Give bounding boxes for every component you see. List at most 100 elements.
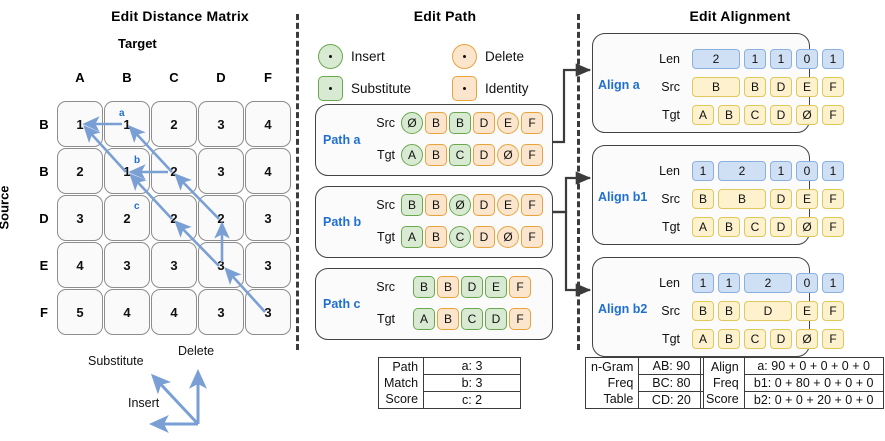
align-2-tgt-2[interactable]: C (744, 217, 766, 237)
align-3-tgt-3[interactable]: D (770, 329, 792, 349)
path-3-src-token-2[interactable]: D (461, 276, 483, 298)
path-1-src-token-3[interactable]: D (473, 112, 495, 134)
align-1-tgt-1[interactable]: B (718, 105, 740, 125)
align-1-src-0[interactable]: B (692, 77, 740, 97)
matrix-cell-1-4[interactable]: 4 (245, 148, 291, 194)
path-3-tgt-token-3[interactable]: D (485, 308, 507, 330)
align-3-len-3[interactable]: 0 (796, 273, 818, 293)
align-2-len-1[interactable]: 2 (718, 161, 766, 181)
align-2-tgt-1[interactable]: B (718, 217, 740, 237)
matrix-cell-0-4[interactable]: 4 (245, 101, 291, 147)
align-3-tgt-0[interactable]: A (692, 329, 714, 349)
path-1-tgt-token-2[interactable]: C (449, 144, 471, 166)
path-3-src-token-1[interactable]: B (437, 276, 459, 298)
path-1-tgt-token-3[interactable]: D (473, 144, 495, 166)
align-1-len-3[interactable]: 0 (796, 49, 818, 69)
align-3-tgt-1[interactable]: B (718, 329, 740, 349)
align-2-tgt-3[interactable]: D (770, 217, 792, 237)
path-3-src-token-4[interactable]: F (509, 276, 531, 298)
align-3-len-1[interactable]: 1 (718, 273, 740, 293)
align-2-src-3[interactable]: E (796, 189, 818, 209)
align-2-len-0[interactable]: 1 (692, 161, 714, 181)
align-1-src-2[interactable]: D (770, 77, 792, 97)
align-3-len-4[interactable]: 1 (822, 273, 844, 293)
matrix-col-header-c-2: C (169, 70, 179, 85)
path-1-src-token-0[interactable]: Ø (401, 112, 423, 134)
path-3-tgt-token-4[interactable]: F (509, 308, 531, 330)
align-1-tgt-3[interactable]: D (770, 105, 792, 125)
path-2-tgt-token-2[interactable]: C (449, 226, 471, 248)
align-1-tgt-5[interactable]: F (822, 105, 844, 125)
align-2-src-0[interactable]: B (692, 189, 714, 209)
path-1-tgt-token-4[interactable]: Ø (497, 144, 519, 166)
divider-left (296, 14, 299, 350)
path-2-src-token-5[interactable]: F (521, 194, 543, 216)
align-1-len-4[interactable]: 1 (822, 49, 844, 69)
align-2-src-4[interactable]: F (822, 189, 844, 209)
matrix-cell-1-3[interactable]: 3 (198, 148, 244, 194)
align-3-src-2[interactable]: D (744, 301, 792, 321)
align-1-src-4[interactable]: F (822, 77, 844, 97)
path-3-src-token-3[interactable]: E (485, 276, 507, 298)
align-1-len-2[interactable]: 1 (770, 49, 792, 69)
matrix-cell-0-3[interactable]: 3 (198, 101, 244, 147)
matrix-cell-4-0[interactable]: 5 (57, 289, 103, 335)
align-3-src-3[interactable]: E (796, 301, 818, 321)
align-2-tgt-5[interactable]: F (822, 217, 844, 237)
align-3-src-0[interactable]: B (692, 301, 714, 321)
align-3-src-4[interactable]: F (822, 301, 844, 321)
align-2-src-2[interactable]: D (770, 189, 792, 209)
path-2-src-token-3[interactable]: D (473, 194, 495, 216)
path-3-tgt-token-2[interactable]: C (461, 308, 483, 330)
matrix-cell-4-2[interactable]: 4 (151, 289, 197, 335)
matrix-cell-2-4[interactable]: 3 (245, 195, 291, 241)
path-2-src-token-1[interactable]: B (425, 194, 447, 216)
path-1-tgt-token-1[interactable]: B (425, 144, 447, 166)
align-1-tgt-2[interactable]: C (744, 105, 766, 125)
align-2-tgt-0[interactable]: A (692, 217, 714, 237)
align-3-len-2[interactable]: 2 (744, 273, 792, 293)
align-1-len-1[interactable]: 1 (744, 49, 766, 69)
path-2-src-token-4[interactable]: E (497, 194, 519, 216)
align-2-len-2[interactable]: 1 (770, 161, 792, 181)
align-3-tgt-2[interactable]: C (744, 329, 766, 349)
matrix-cell-4-1[interactable]: 4 (104, 289, 150, 335)
align-3-tgt-5[interactable]: F (822, 329, 844, 349)
path-1-src-token-1[interactable]: B (425, 112, 447, 134)
align-2-len-3[interactable]: 0 (796, 161, 818, 181)
path-1-tgt-token-5[interactable]: F (521, 144, 543, 166)
align-card-title-1: Align a (598, 78, 640, 92)
path-2-tgt-token-1[interactable]: B (425, 226, 447, 248)
path-1-src-token-2[interactable]: B (449, 112, 471, 134)
matrix-cell-3-0[interactable]: 4 (57, 242, 103, 288)
align-1-len-0[interactable]: 2 (692, 49, 740, 69)
align-1-src-1[interactable]: B (744, 77, 766, 97)
path-3-tgt-token-0[interactable]: A (413, 308, 435, 330)
path-2-tgt-token-4[interactable]: Ø (497, 226, 519, 248)
path-1-src-token-4[interactable]: E (497, 112, 519, 134)
path-2-src-token-0[interactable]: B (401, 194, 423, 216)
path-2-tgt-token-5[interactable]: F (521, 226, 543, 248)
align-1-tgt-0[interactable]: A (692, 105, 714, 125)
path-2-src-token-2[interactable]: Ø (449, 194, 471, 216)
path-card-title-2: Path b (323, 215, 362, 229)
align-1-src-3[interactable]: E (796, 77, 818, 97)
path-3-tgt-token-1[interactable]: B (437, 308, 459, 330)
path-2-src-label: Src (376, 198, 395, 212)
matrix-cell-2-0[interactable]: 3 (57, 195, 103, 241)
align-3-src-1[interactable]: B (718, 301, 740, 321)
legend-item-substitute: Substitute (318, 76, 411, 101)
path-2-tgt-token-0[interactable]: A (401, 226, 423, 248)
matrix-row-header-b-0: B (39, 117, 49, 132)
align-3-tgt-4[interactable]: Ø (796, 329, 818, 349)
align-1-tgt-4[interactable]: Ø (796, 105, 818, 125)
matrix-cell-3-1[interactable]: 3 (104, 242, 150, 288)
path-1-tgt-token-0[interactable]: A (401, 144, 423, 166)
align-2-len-4[interactable]: 1 (822, 161, 844, 181)
align-2-src-1[interactable]: B (718, 189, 766, 209)
path-2-tgt-token-3[interactable]: D (473, 226, 495, 248)
path-1-src-token-5[interactable]: F (521, 112, 543, 134)
path-3-src-token-0[interactable]: B (413, 276, 435, 298)
align-3-len-0[interactable]: 1 (692, 273, 714, 293)
align-2-tgt-4[interactable]: Ø (796, 217, 818, 237)
